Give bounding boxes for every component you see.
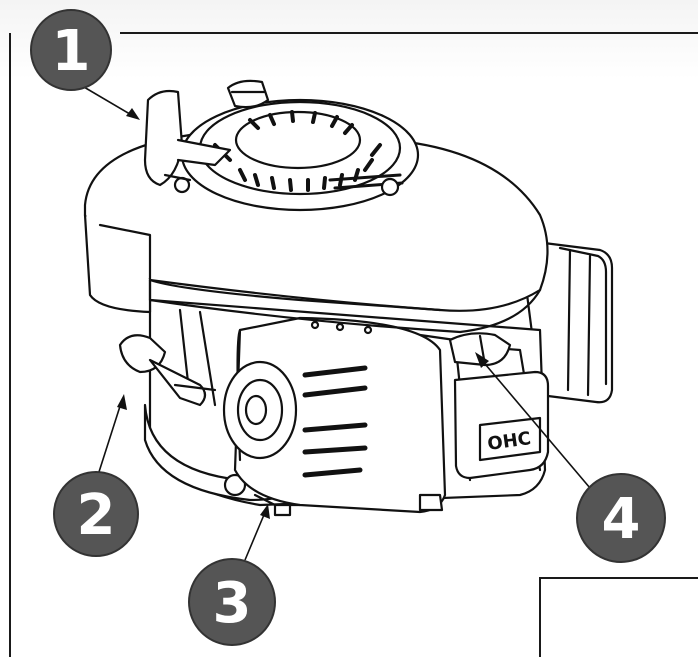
callout-2-number: 2: [77, 483, 116, 548]
callout-badge-4: 4: [576, 473, 666, 563]
callout-4-number: 4: [602, 487, 641, 552]
muffler: [222, 316, 447, 514]
mount-bolts: [273, 493, 444, 517]
callout-1-number: 1: [52, 19, 91, 84]
oil-filler-cap: [118, 334, 217, 407]
engine-illustration: OHC: [83, 79, 614, 517]
starter-grip: [143, 89, 232, 187]
arrow-2: [97, 394, 127, 476]
diagram-frame: [9, 32, 698, 657]
arrow-4: [475, 352, 591, 489]
ohc-cover: OHC: [453, 370, 550, 480]
recoil-starter: [173, 79, 420, 212]
callout-badge-3: 3: [188, 558, 276, 646]
callout-badge-2: 2: [53, 471, 139, 557]
arrow-3: [244, 504, 270, 561]
callout-3-number: 3: [213, 571, 252, 636]
callout-badge-1: 1: [30, 9, 112, 91]
